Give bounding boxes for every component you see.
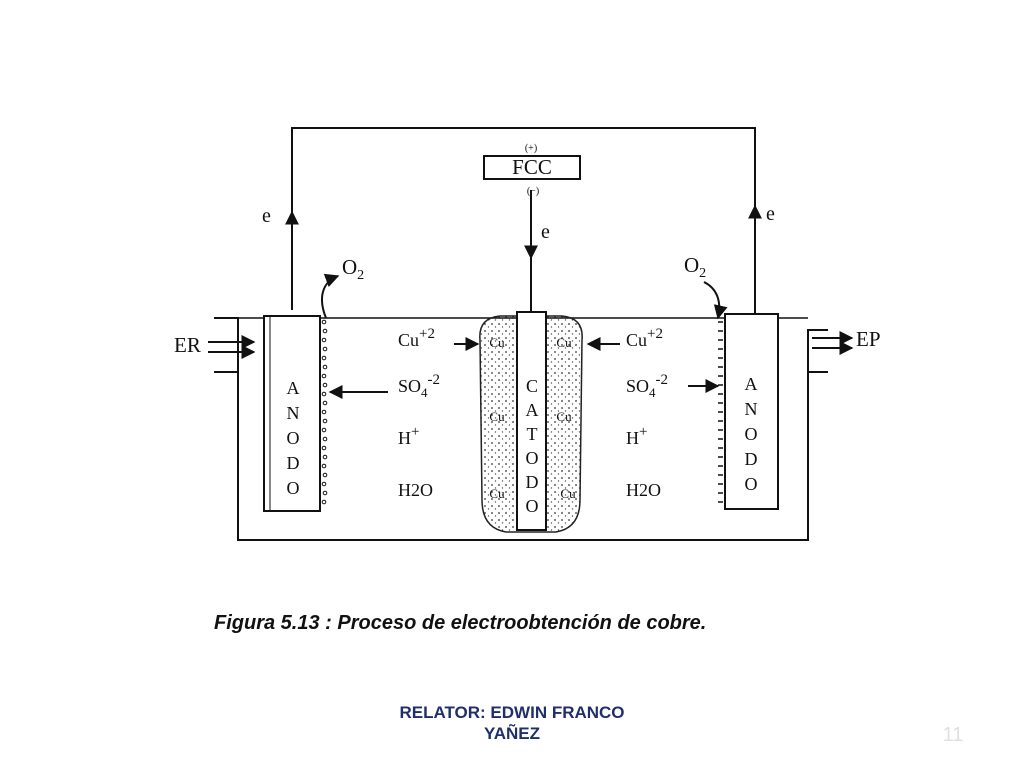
- deposit-cu-label: Cu: [489, 409, 505, 424]
- presenter-line-2: YAÑEZ: [483, 724, 541, 743]
- bubble: [321, 427, 327, 433]
- anode-left-letter: O: [287, 428, 300, 448]
- bubble: [322, 400, 328, 406]
- ion-left-2: H+: [398, 424, 419, 448]
- outlet-label: EP: [856, 327, 881, 351]
- anode-right-letter: D: [745, 449, 758, 469]
- cathode-letter: A: [526, 400, 539, 420]
- cathode: [516, 311, 547, 531]
- ion-left-1: SO4-2: [398, 372, 440, 400]
- electron-label-center: e: [541, 221, 550, 243]
- oxygen-bubbles-left: [321, 319, 328, 505]
- oxygen-label-right: O2: [684, 253, 706, 281]
- cathode-letter: O: [526, 448, 539, 468]
- anode-right-letter: O: [745, 474, 758, 494]
- bubble: [322, 418, 328, 424]
- cathode-letter: T: [527, 424, 538, 444]
- bubble: [322, 490, 328, 496]
- electron-label-left: e: [262, 205, 271, 227]
- figure-caption: Figura 5.13 : Proceso de electroobtenció…: [214, 612, 707, 634]
- anode-right-letter: A: [745, 374, 758, 394]
- anode-left-letter: A: [287, 378, 300, 398]
- oxygen-bubbles-right: [718, 321, 723, 503]
- anode-left: [263, 315, 321, 512]
- ion-left-0: Cu+2: [398, 326, 435, 350]
- power-supply: FCC (+) (−): [483, 143, 581, 197]
- ion-left-3: H2O: [398, 480, 433, 500]
- bubble: [321, 391, 327, 397]
- deposit-cu-label: Cu: [560, 486, 576, 501]
- negative-terminal-label: (−): [527, 186, 539, 197]
- bubble: [322, 364, 328, 370]
- ion-right-2: H+: [626, 424, 647, 448]
- bubble: [321, 337, 327, 343]
- page-number: 11: [942, 724, 964, 746]
- ion-right-3: H2O: [626, 480, 661, 500]
- anode-left-letter: N: [287, 403, 300, 423]
- electron-label-right: e: [766, 203, 775, 225]
- anode-right-letter: N: [745, 399, 758, 419]
- ion-right-1: SO4-2: [626, 372, 668, 400]
- oxygen-arrow-left: [321, 273, 340, 319]
- inlet-label: ER: [174, 333, 201, 357]
- anode-left-letter: O: [287, 478, 300, 498]
- bubble: [321, 445, 327, 451]
- anode-right-letter: O: [745, 424, 758, 444]
- bubble: [321, 499, 327, 505]
- bubble: [321, 373, 327, 379]
- bubble: [322, 382, 328, 388]
- presenter-line-1: RELATOR: EDWIN FRANCO: [399, 703, 625, 722]
- bubble: [322, 472, 328, 478]
- ion-right-0: Cu+2: [626, 326, 663, 350]
- bubble: [321, 463, 327, 469]
- presenter-credit: RELATOR: EDWIN FRANCO YAÑEZ: [362, 702, 662, 744]
- deposit-cu-label: Cu: [556, 335, 572, 350]
- anode-right: [724, 313, 779, 510]
- power-supply-label: FCC: [512, 155, 552, 179]
- bubble: [322, 346, 328, 352]
- cathode-letter: O: [526, 496, 539, 516]
- bubble: [321, 409, 327, 415]
- cathode-letter: D: [526, 472, 539, 492]
- positive-terminal-label: (+): [525, 143, 537, 154]
- bubble: [322, 436, 328, 442]
- anode-left-letter: D: [287, 453, 300, 473]
- bubble: [321, 355, 327, 361]
- bubble: [322, 454, 328, 460]
- oxygen-arrow-right: [703, 281, 728, 320]
- bubble: [321, 481, 327, 487]
- cathode-letter: C: [526, 376, 538, 396]
- deposit-cu-label: Cu: [489, 335, 505, 350]
- deposit-cu-label: Cu: [489, 486, 505, 501]
- oxygen-label-left: O2: [342, 255, 364, 283]
- deposit-cu-label: Cu: [556, 409, 572, 424]
- bubble: [321, 319, 327, 325]
- bubble: [322, 328, 328, 334]
